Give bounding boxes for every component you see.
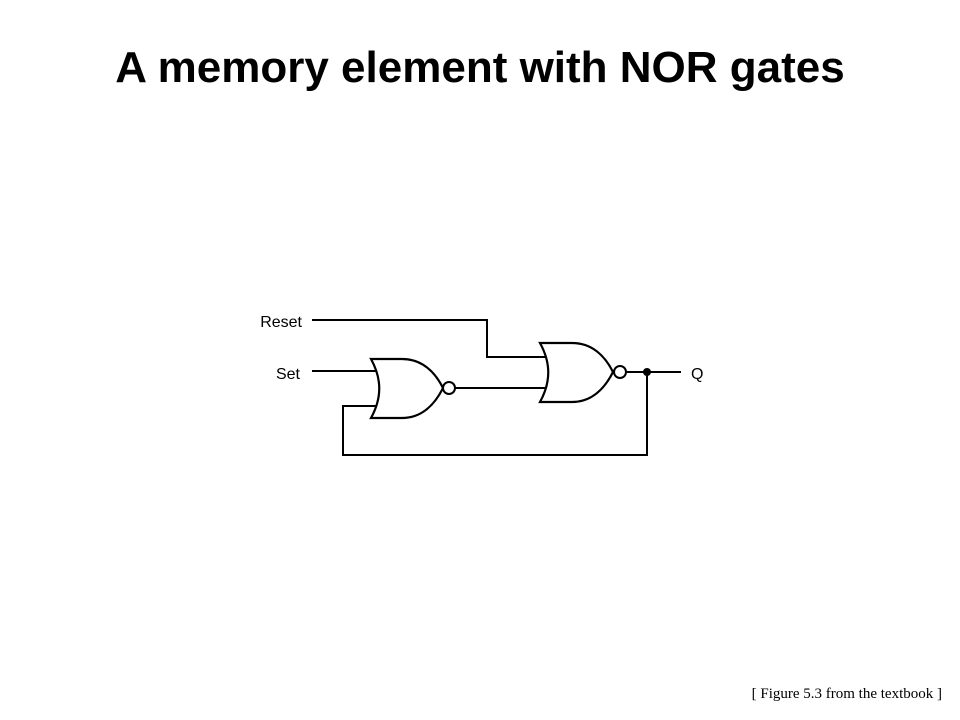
reset-wire (312, 319, 546, 358)
nor-gate-2-body (538, 341, 615, 404)
nor-gate-1-bubble (442, 381, 456, 395)
set-label: Set (276, 366, 301, 383)
q-label: Q (691, 366, 703, 383)
nor-gate-1 (369, 357, 456, 420)
slide-title: A memory element with NOR gates (115, 43, 845, 92)
nor-gate-2 (538, 341, 627, 404)
nor-gate-1-body (369, 357, 445, 420)
nor-gate-2-bubble (613, 365, 627, 379)
junction-dot (643, 368, 651, 376)
reset-label: Reset (260, 314, 302, 331)
feedback-wire (342, 372, 648, 456)
figure-caption: [ Figure 5.3 from the textbook ] (751, 686, 942, 702)
